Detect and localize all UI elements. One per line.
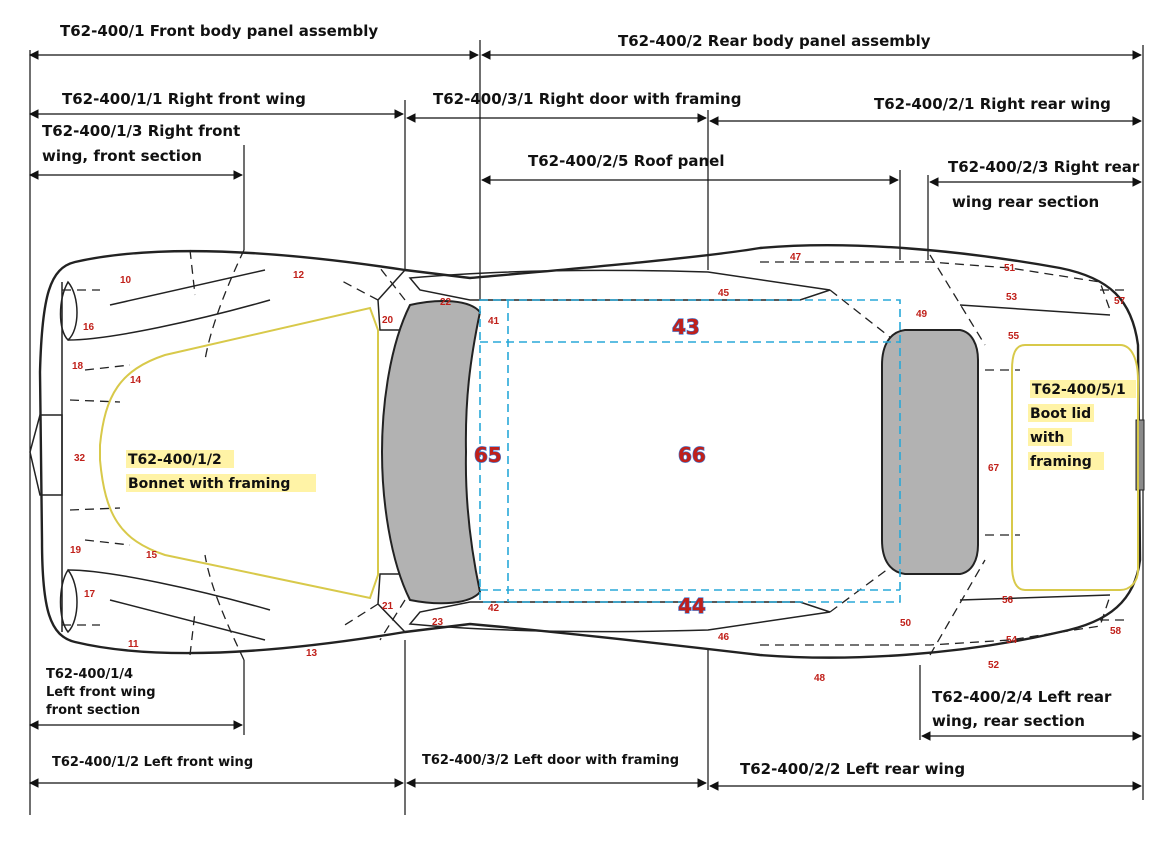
part-number: 50 [900, 618, 912, 629]
right-door-label: T62-400/3/1 Right door with framing [433, 90, 741, 108]
right-front-wing-front-label-1: T62-400/1/3 Right front [42, 122, 240, 140]
part-number: 45 [718, 288, 730, 299]
right-rear-wing-rear-label-2: wing rear section [952, 193, 1099, 211]
part-number-large: 43 [672, 315, 700, 339]
left-rear-wing-label: T62-400/2/2 Left rear wing [740, 760, 965, 778]
part-number: 17 [84, 589, 96, 600]
front-assembly-label: T62-400/1 Front body panel assembly [60, 22, 378, 40]
part-number: 14 [130, 375, 142, 386]
part-number: 51 [1004, 263, 1016, 274]
part-number: 55 [1008, 331, 1020, 342]
rear-assembly-label: T62-400/2 Rear body panel assembly [618, 32, 931, 50]
part-number-large: 66 [678, 443, 706, 467]
part-number: 13 [306, 648, 318, 659]
part-number: 19 [70, 545, 82, 556]
part-number: 53 [1006, 292, 1018, 303]
part-number: 42 [488, 603, 500, 614]
boot-label-3: with [1030, 430, 1064, 446]
left-door-label: T62-400/3/2 Left door with framing [422, 753, 679, 768]
part-number: 15 [146, 550, 158, 561]
right-rear-wing-rear-label-1: T62-400/2/3 Right rear [948, 158, 1140, 176]
part-number: 32 [74, 453, 86, 464]
part-number: 46 [718, 632, 730, 643]
part-number-large: 44 [678, 594, 706, 618]
left-front-wing-label: T62-400/1/2 Left front wing [52, 755, 253, 770]
right-front-wing-front-label-2: wing, front section [42, 147, 202, 165]
bonnet-panel [99, 306, 379, 600]
roof-outline [479, 299, 901, 603]
dimension-labels: T62-400/1 Front body panel assembly T62-… [42, 22, 1140, 778]
part-number: 11 [128, 639, 139, 650]
boot-label-2: Boot lid [1030, 406, 1091, 422]
dimension-lines [29, 40, 1144, 815]
part-numbers: 10 12 16 18 14 20 22 32 19 15 17 11 13 2… [70, 252, 1126, 684]
part-number: 47 [790, 252, 802, 263]
part-number: 49 [916, 309, 928, 320]
boot-label-4: framing [1030, 454, 1092, 470]
left-rear-wing-rear-label-1: T62-400/2/4 Left rear [932, 688, 1112, 706]
part-number: 56 [1002, 595, 1014, 606]
boot-lid-panel [1011, 344, 1139, 591]
right-front-wing-label: T62-400/1/1 Right front wing [62, 90, 306, 108]
left-front-wing-front-label-3: front section [46, 703, 140, 718]
part-number: 57 [1114, 296, 1126, 307]
bonnet-label-1: T62-400/1/2 [128, 452, 222, 468]
rear-window [881, 329, 979, 575]
part-number: 12 [293, 270, 305, 281]
right-rear-wing-label: T62-400/2/1 Right rear wing [874, 95, 1111, 113]
part-number: 23 [432, 617, 444, 628]
part-number: 22 [440, 297, 452, 308]
part-number: 20 [382, 315, 394, 326]
boot-label-1: T62-400/5/1 [1032, 382, 1126, 398]
part-number: 58 [1110, 626, 1122, 637]
part-number: 67 [988, 463, 1000, 474]
windscreen [380, 300, 482, 605]
bonnet-label-2: Bonnet with framing [128, 476, 290, 492]
part-number: 52 [988, 660, 1000, 671]
car-outline [29, 244, 1145, 661]
part-number-large: 65 [474, 443, 502, 467]
part-number: 10 [120, 275, 132, 286]
left-front-wing-front-label-2: Left front wing [46, 685, 156, 700]
part-number: 41 [488, 316, 500, 327]
part-number: 48 [814, 673, 826, 684]
left-front-wing-front-label-1: T62-400/1/4 [46, 667, 133, 682]
roof-panel-label: T62-400/2/5 Roof panel [528, 152, 724, 170]
panel-labels: T62-400/1/2 Bonnet with framing T62-400/… [126, 380, 1136, 492]
part-number: 54 [1006, 635, 1018, 646]
part-number: 18 [72, 361, 84, 372]
left-rear-wing-rear-label-2: wing, rear section [932, 712, 1085, 730]
part-number: 16 [83, 322, 95, 333]
part-number: 21 [382, 601, 394, 612]
